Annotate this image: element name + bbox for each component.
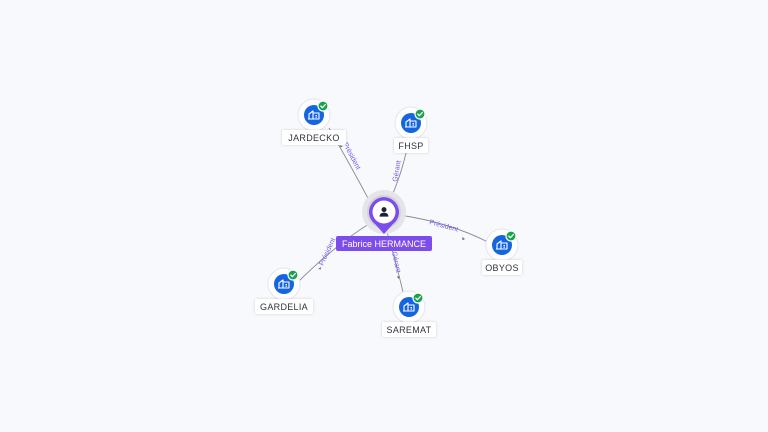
- company-building-icon: [496, 240, 508, 250]
- arrow-saremat: [396, 276, 400, 279]
- company-node-fhsp[interactable]: FHSP: [394, 106, 428, 153]
- edge-label-gardelia: Président: [318, 237, 337, 267]
- edge-label-fhsp: Gérant: [392, 160, 403, 182]
- arrow-gardelia: [318, 267, 322, 270]
- edge-label-obyos: Président: [428, 219, 458, 233]
- person-node[interactable]: Fabrice HERMANCE: [336, 190, 432, 251]
- company-building-icon: [278, 279, 290, 289]
- person-icon: [379, 207, 389, 217]
- edge-label-saremat: Gérant: [390, 251, 401, 273]
- edge-obyos: [398, 214, 489, 243]
- edge-gardelia: [295, 221, 373, 285]
- verified-check-icon: [317, 100, 329, 112]
- company-building-icon: [403, 302, 415, 312]
- company-label-gardelia: GARDELIA: [260, 302, 308, 312]
- arrow-obyos: [462, 237, 465, 241]
- arrow-jardecko: [340, 145, 343, 148]
- company-label-obyos: OBYOS: [485, 263, 519, 273]
- verified-check-icon: [412, 292, 424, 304]
- company-label-jardecko: JARDECKO: [288, 133, 339, 143]
- person-name-label: Fabrice HERMANCE: [342, 239, 426, 249]
- company-label-saremat: SAREMAT: [387, 325, 432, 335]
- person-label-box: [336, 236, 432, 251]
- company-building-icon: [405, 118, 417, 128]
- verified-check-icon: [414, 108, 426, 120]
- company-node-saremat[interactable]: SAREMAT: [382, 290, 436, 337]
- company-label-fhsp: FHSP: [398, 141, 423, 151]
- company-node-obyos[interactable]: OBYOS: [482, 228, 522, 275]
- verified-check-icon: [505, 230, 517, 242]
- company-node-jardecko[interactable]: JARDECKO: [282, 98, 346, 145]
- company-node-gardelia[interactable]: GARDELIA: [255, 267, 313, 314]
- verified-check-icon: [287, 269, 299, 281]
- company-building-icon: [308, 110, 320, 120]
